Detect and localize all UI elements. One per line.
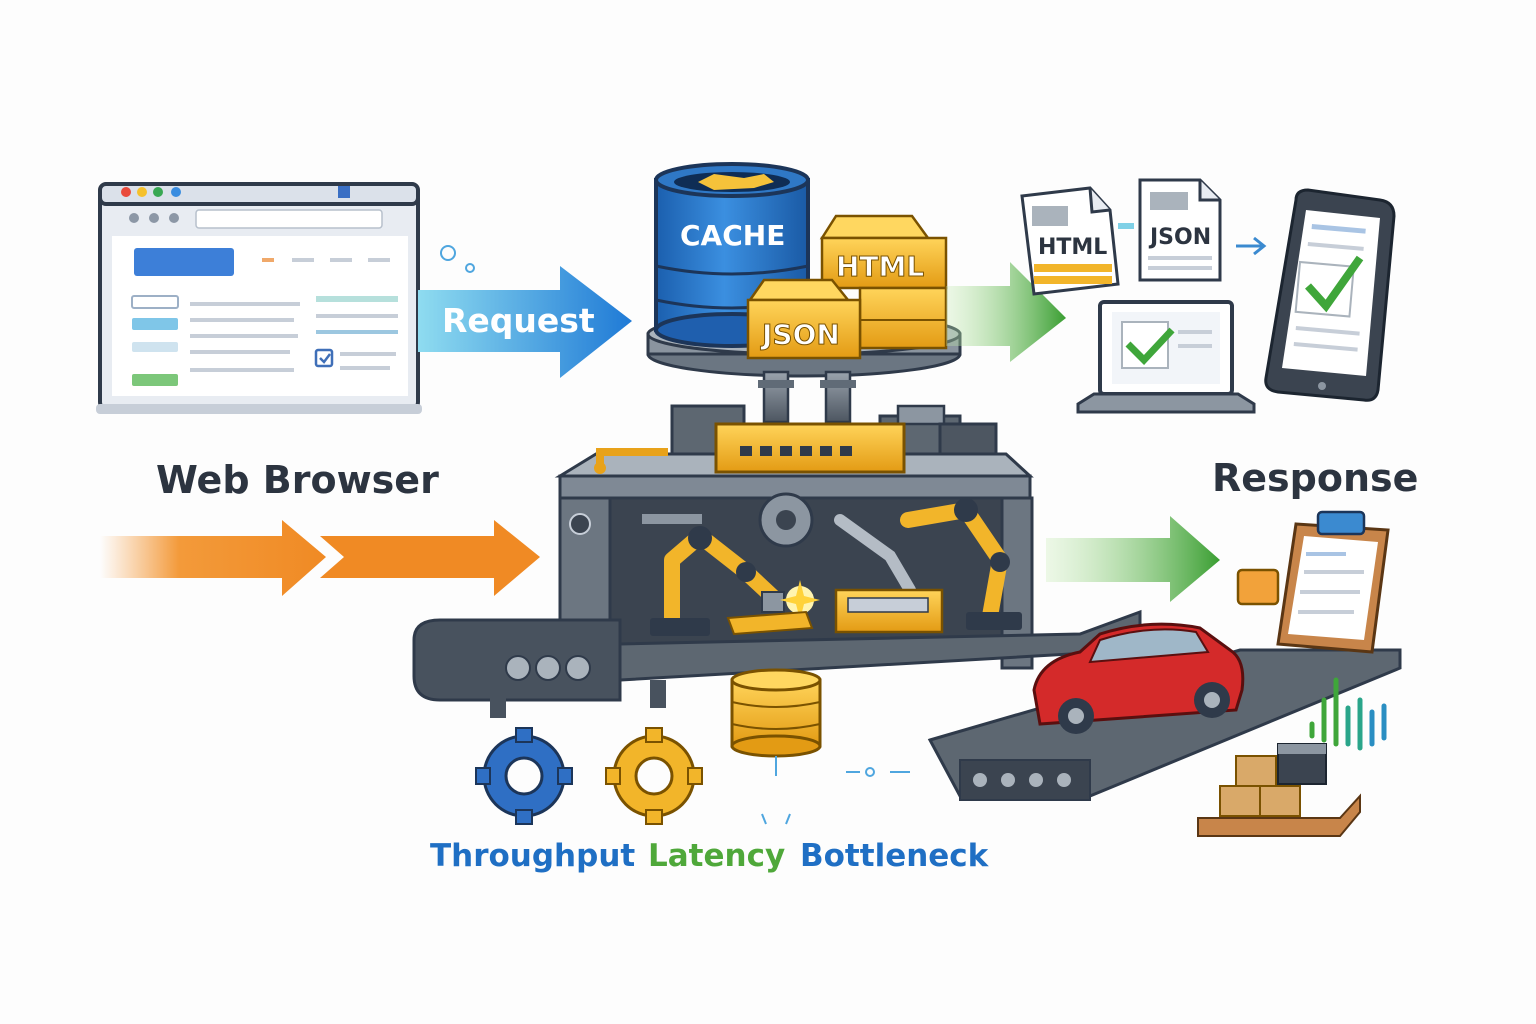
smartphone-icon <box>1264 188 1396 402</box>
html-document-icon: HTML <box>1020 186 1120 296</box>
dash-decoration <box>761 767 910 825</box>
response-conveyor <box>927 648 1402 801</box>
conveyor-belt <box>412 609 1142 718</box>
gear-icon <box>475 727 573 825</box>
checkmark-icon <box>1305 255 1364 313</box>
robot-arm-right <box>834 498 1022 630</box>
doc-arrows <box>1118 223 1267 256</box>
checkmark-icon <box>1125 327 1175 366</box>
json-block-label: JSON <box>760 318 840 351</box>
cache-label: CACHE <box>680 219 785 252</box>
request-label: Request <box>442 301 595 340</box>
laptop-icon <box>1076 300 1256 414</box>
input-arrows <box>100 520 540 596</box>
bubbles-decoration <box>440 245 475 273</box>
response-label: Response <box>1212 456 1419 500</box>
circuit-board <box>726 588 944 636</box>
web-browser-label: Web Browser <box>156 458 439 502</box>
response-arrow-bottom <box>1046 516 1220 602</box>
car-icon <box>1032 622 1245 734</box>
response-arrow-top <box>946 262 1066 362</box>
html-doc-label: HTML <box>1038 235 1107 260</box>
boxes-icon <box>1197 743 1361 837</box>
legend-latency: Latency <box>648 838 785 874</box>
json-document-icon: JSON <box>1138 178 1222 282</box>
coin-stack <box>730 668 822 776</box>
json-doc-label: JSON <box>1148 225 1211 250</box>
browser-window-icon <box>96 182 422 414</box>
json-gold-block: JSON <box>746 278 862 360</box>
robot-arm-left <box>650 526 785 636</box>
request-arrow: Request <box>418 266 632 378</box>
legend-throughput: Throughput <box>430 838 635 874</box>
gear-icon-gold <box>605 727 703 825</box>
legend-bottleneck: Bottleneck <box>800 838 990 874</box>
weld-spark <box>780 580 820 620</box>
html-gold-block: HTML <box>819 214 948 350</box>
signal-bars <box>1309 677 1387 751</box>
html-block-label: HTML <box>836 250 924 283</box>
clipboard-icon <box>1236 510 1390 654</box>
